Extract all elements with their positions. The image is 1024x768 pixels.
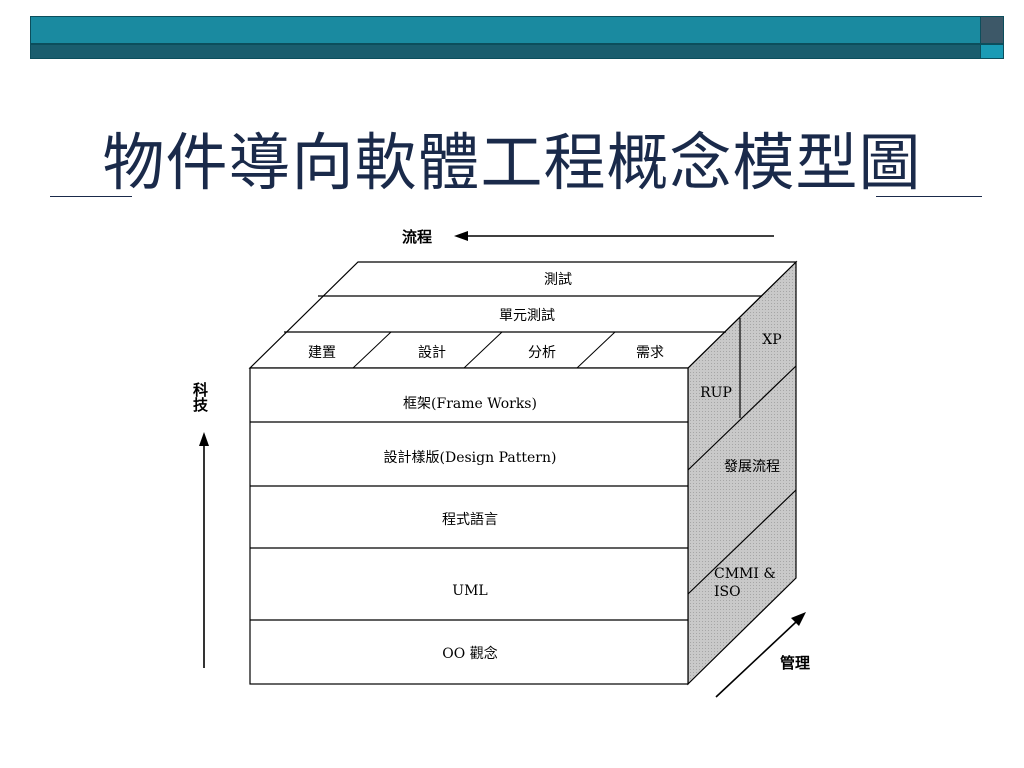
process-axis-label: 流程 [402, 228, 432, 246]
title-rule-right [876, 196, 982, 197]
cube-front-face [249, 367, 689, 685]
slide-title: 物件導向軟體工程概念模型圖 [102, 126, 922, 199]
layer-frameworks-label: 框架(Frame Works) [403, 396, 537, 412]
technology-axis-label-char-1: 科技 [191, 381, 209, 413]
title-rule-left [50, 196, 132, 197]
layer-programming-language-label: 程式語言 [442, 512, 498, 528]
side-rup-label: RUP [700, 385, 732, 401]
top-cell-divider-1 [352, 331, 392, 369]
top-cell-divider-3 [576, 331, 616, 369]
management-axis-label: 管理 [780, 654, 810, 672]
layer-oo-concept-label: OO 觀念 [442, 645, 497, 662]
header-bar-top [30, 16, 982, 44]
management-arrow-line [715, 621, 797, 698]
side-cmmi-label: CMMI & [714, 566, 776, 582]
side-divider-2 [687, 489, 797, 595]
technology-arrow-head [199, 432, 209, 446]
process-arrow-head [454, 231, 468, 241]
top-cell-analysis-label: 分析 [528, 345, 556, 361]
management-arrow-head [791, 612, 806, 626]
layer-uml-label: UML [452, 583, 487, 599]
side-divider-1 [687, 365, 797, 471]
header-corner-square-bottom [980, 44, 1004, 59]
top-layer-unit-test-label: 單元測試 [499, 308, 555, 324]
layer-design-pattern-label: 設計樣版(Design Pattern) [384, 449, 557, 466]
top-cell-divider-2 [463, 331, 503, 369]
top-cell-design-label: 設計 [418, 345, 446, 361]
top-cell-build-label: 建置 [308, 345, 336, 361]
top-layer-test-label: 測試 [544, 272, 572, 288]
side-dev-process-label: 發展流程 [724, 459, 780, 475]
side-iso-label: ISO [714, 584, 741, 600]
header-corner-square-top [980, 16, 1004, 44]
side-xp-label: XP [762, 332, 781, 348]
top-cell-requirements-label: 需求 [636, 345, 664, 361]
